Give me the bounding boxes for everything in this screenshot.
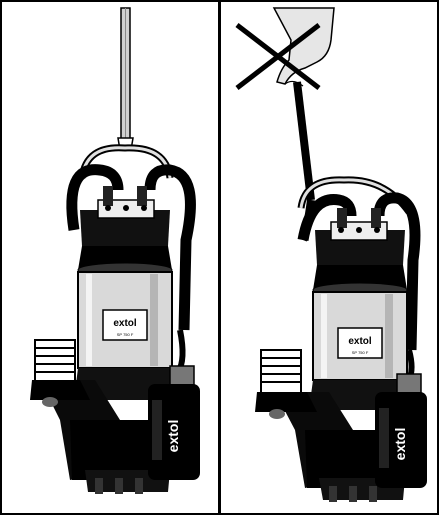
lifting-rod	[118, 8, 133, 150]
motor-cap	[78, 186, 172, 277]
pump-body: extol SP 750 F	[78, 272, 172, 368]
pump-illustration-correct: extol SP 750 F extol	[0, 0, 220, 515]
brand-text-body: extol	[348, 336, 372, 347]
model-text-body: SP 750 F	[352, 350, 369, 355]
panel-correct-lifting: extol SP 750 F extol	[0, 0, 220, 515]
outlet-pipe	[261, 350, 301, 394]
outlet-pipe	[35, 340, 75, 382]
motor-cap	[313, 208, 407, 297]
model-text-body: SP 750 F	[117, 332, 134, 337]
brand-text-float: extol	[165, 420, 181, 453]
pump-body: extol SP 750 F	[313, 292, 407, 380]
brand-text-body: extol	[113, 318, 137, 329]
pump-illustration-incorrect: extol SP 750 F extol	[219, 0, 439, 515]
cable-lifted	[297, 82, 311, 200]
brand-text-float: extol	[392, 428, 408, 461]
panel-incorrect-lifting: extol SP 750 F extol	[219, 0, 439, 515]
